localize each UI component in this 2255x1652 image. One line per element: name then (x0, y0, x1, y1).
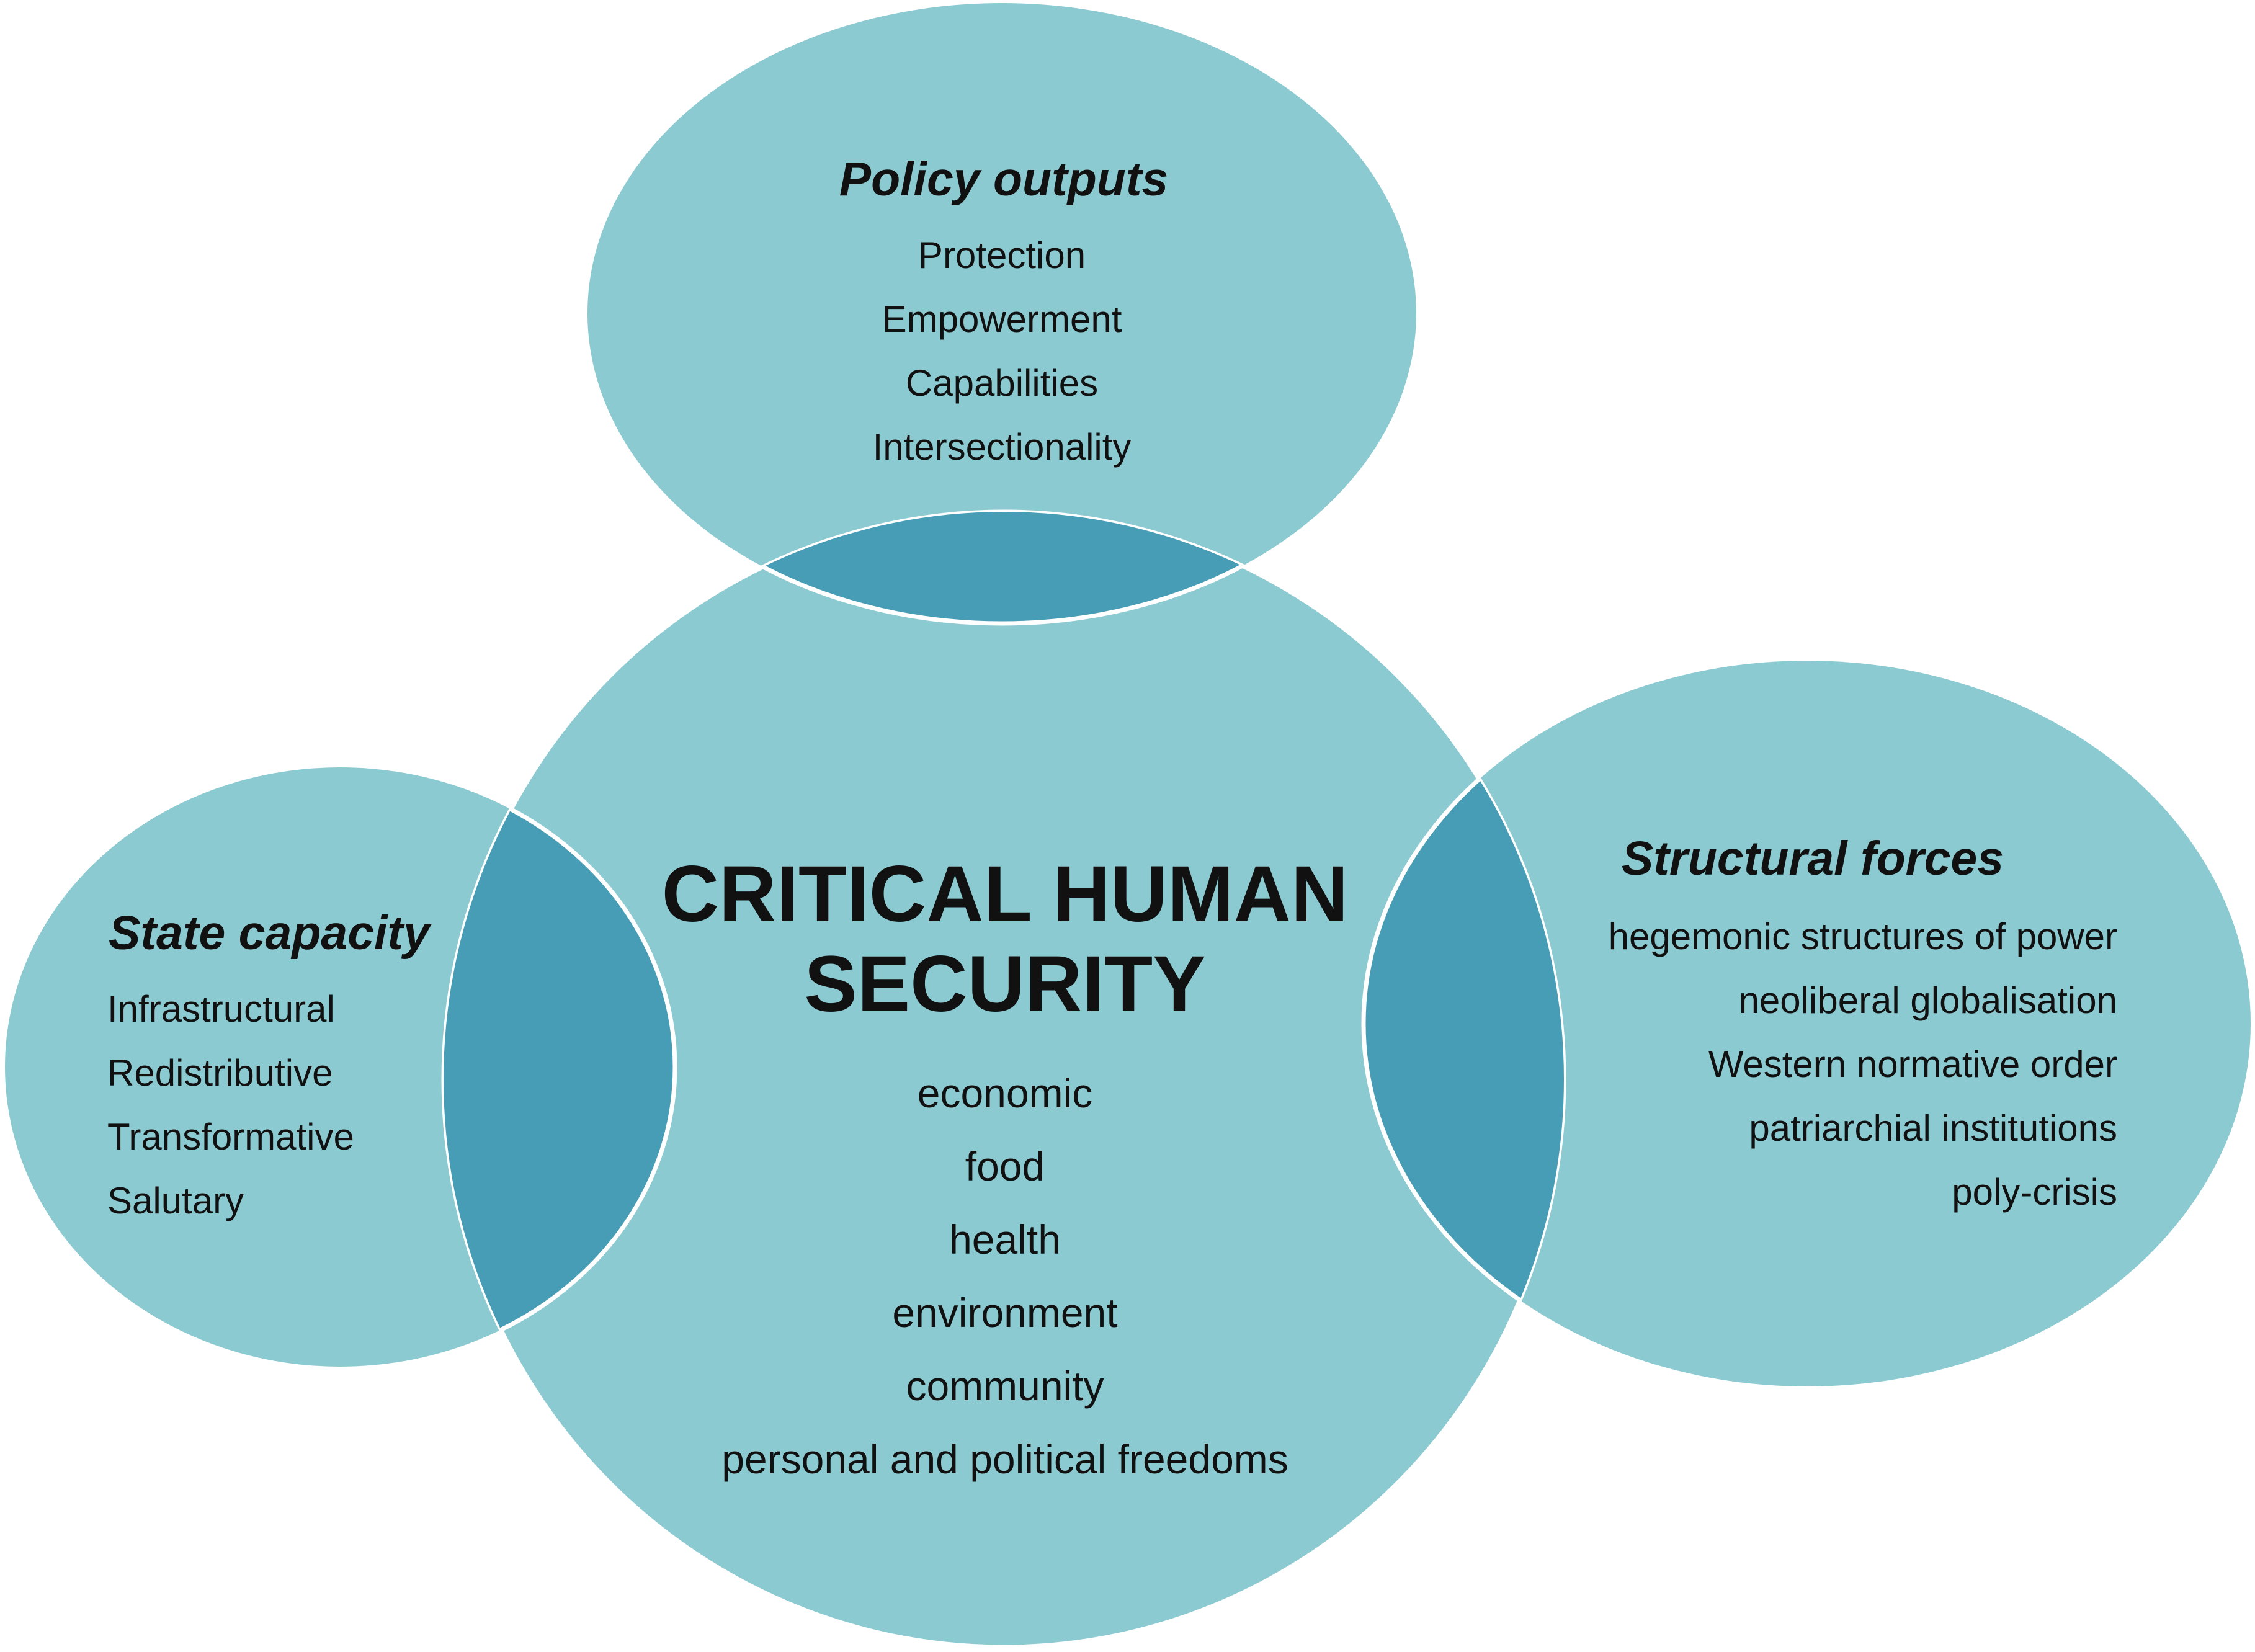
center-item: community (906, 1363, 1104, 1409)
center-item: economic (918, 1070, 1092, 1116)
policy-item: Empowerment (882, 298, 1122, 340)
structural-item: hegemonic structures of power (1609, 916, 2117, 957)
center-item: environment (892, 1290, 1117, 1336)
state-item: Transformative (107, 1116, 354, 1158)
center-item: health (949, 1217, 1061, 1262)
center-item: food (965, 1143, 1045, 1189)
overlap-state-center (444, 765, 677, 1369)
policy-item: Intersectionality (873, 426, 1132, 468)
center-title-line-2: SECURITY (804, 940, 1205, 1029)
overlap-structural-center (1361, 658, 1564, 1389)
structural-forces-heading: Structural forces (1622, 832, 2004, 885)
state-capacity-heading: State capacity (109, 906, 432, 960)
state-item: Infrastructural (107, 988, 335, 1030)
overlap-policy-center (585, 512, 1419, 626)
structural-item: patriarchial institutions (1749, 1107, 2117, 1149)
center-title-line-1: CRITICAL HUMAN (662, 850, 1349, 939)
policy-item: Protection (918, 234, 1086, 276)
policy-outputs-heading: Policy outputs (839, 153, 1168, 206)
policy-outputs-ellipse (587, 3, 1416, 623)
center-item: personal and political freedoms (721, 1436, 1288, 1482)
policy-item: Capabilities (906, 362, 1098, 404)
state-item: Redistributive (107, 1052, 333, 1094)
state-item: Salutary (107, 1180, 244, 1221)
structural-forces-ellipse (1364, 661, 2251, 1386)
structural-item: Western normative order (1708, 1043, 2117, 1085)
structural-item: neoliberal globalisation (1739, 980, 2117, 1021)
structural-item: poly-crisis (1952, 1171, 2117, 1213)
